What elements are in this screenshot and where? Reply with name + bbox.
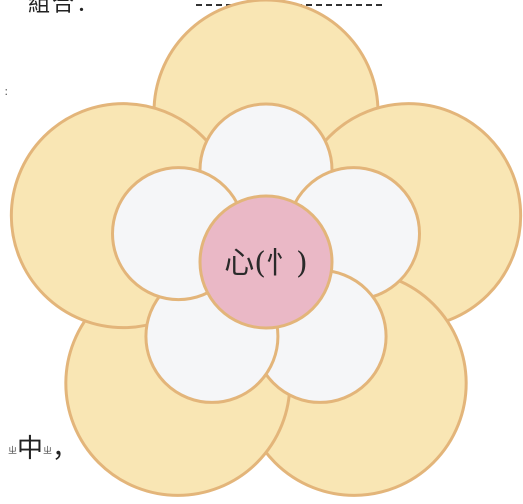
footer-bopomofo-right: ㄓ — [43, 446, 53, 457]
footer-char: 中 — [17, 434, 44, 464]
footer-text: ㄓ中ㄓ， — [8, 428, 78, 465]
header-colon: ： — [76, 0, 101, 17]
header-text: 組合： — [28, 0, 100, 18]
footer-comma: ， — [52, 434, 79, 464]
flower-center — [198, 194, 334, 330]
center-label: 心(忄) — [224, 246, 307, 281]
side-note: ： — [4, 88, 14, 98]
header-word: 組合 — [28, 0, 77, 17]
footer-bopomofo-left: ㄓ — [8, 446, 18, 457]
